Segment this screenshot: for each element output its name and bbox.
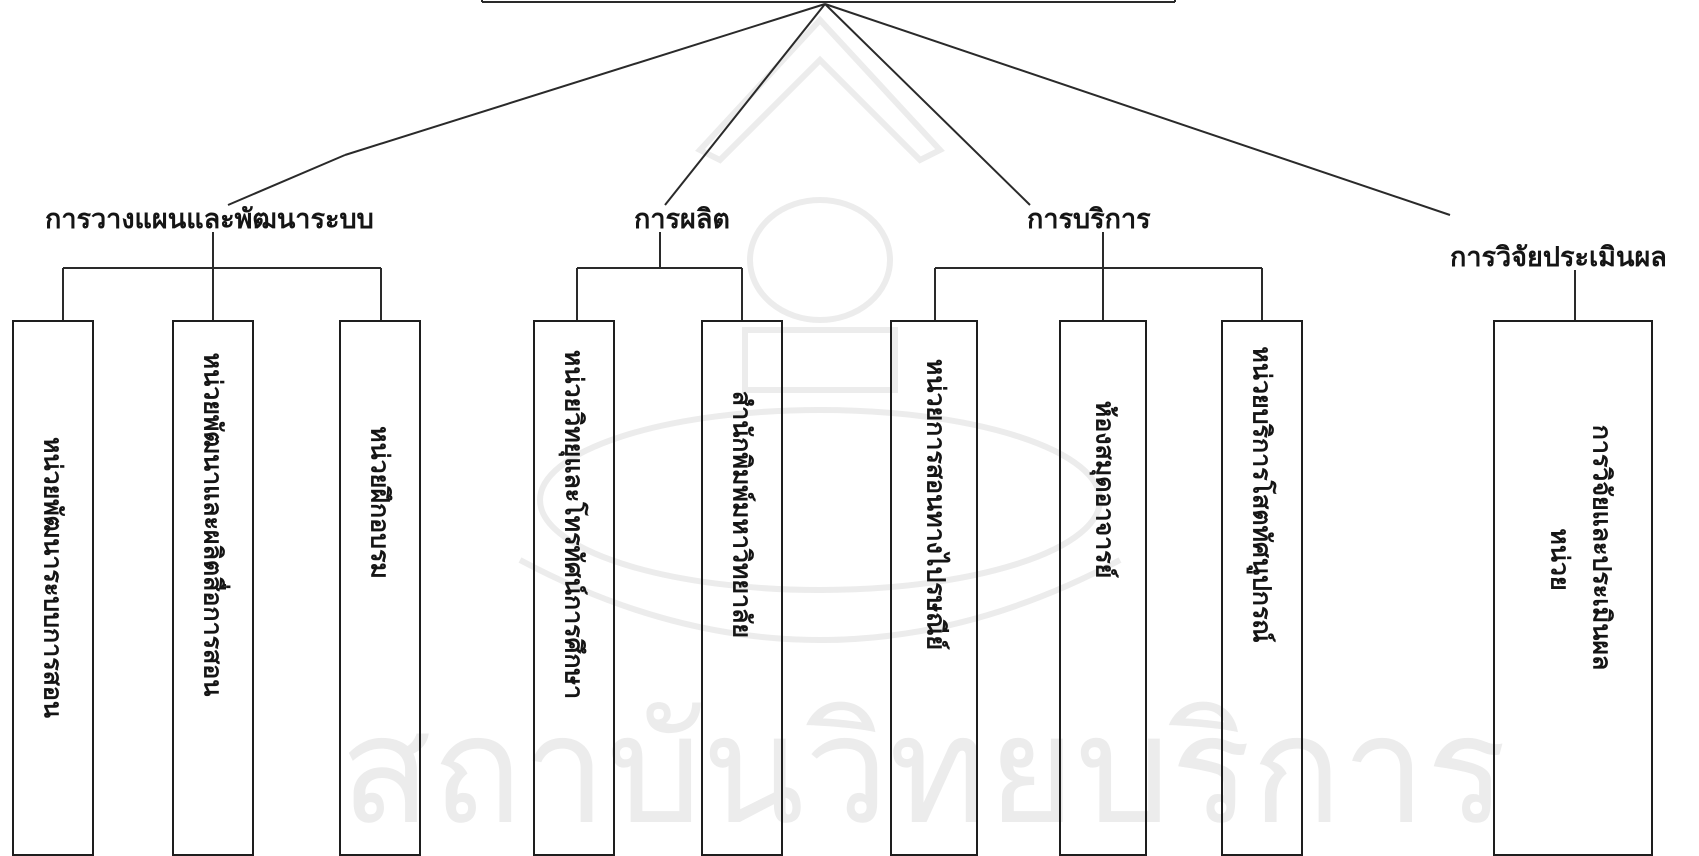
category-label-research: การวิจัยประเมินผล <box>1450 242 1667 273</box>
unit-label-instructional-system: หน่วยพัฒนาระบบการสอน <box>38 436 68 718</box>
unit-label-av-service: หน่วยบริการโสตทัศนูปกรณ์ <box>1247 346 1277 643</box>
unit-box-university-press: สำนักพิมพ์มหาวิทยาลัย <box>701 320 783 856</box>
unit-label-media-development: หน่วยพัฒนาและผลิตสื่อการสอน <box>198 352 228 697</box>
unit-label-radio-tv: หน่วยวิทยุและโทรทัศน์การศึกษา <box>559 349 589 700</box>
unit-label-university-press: สำนักพิมพ์มหาวิทยาลัย <box>727 390 757 639</box>
category-label-planning: การวางแผนและพัฒนาระบบ <box>45 204 374 235</box>
category-label-production: การผลิต <box>634 204 730 235</box>
unit-box-research-evaluation: หน่วย การวิจัยและประเมินผล <box>1493 320 1653 856</box>
watermark-emblem <box>518 15 1122 643</box>
unit-label-postal-teaching: หน่วยการสอนทางไปรษณีย์ <box>921 358 951 651</box>
unit-box-av-service: หน่วยบริการโสตทัศนูปกรณ์ <box>1221 320 1303 856</box>
connector-root-to-services <box>824 3 1031 206</box>
unit-label-research-evaluation-line2: การวิจัยและประเมินผล <box>1587 424 1617 671</box>
category-label-services: การบริการ <box>1027 204 1151 235</box>
unit-label-research-evaluation-line1: หน่วย <box>1545 528 1575 591</box>
connector-root-to-research <box>824 3 1451 216</box>
unit-box-postal-teaching: หน่วยการสอนทางไปรษณีย์ <box>890 320 978 856</box>
unit-box-media-development: หน่วยพัฒนาและผลิตสื่อการสอน <box>172 320 254 856</box>
unit-box-training: หน่วยฝึกอบรม <box>339 320 421 856</box>
unit-box-faculty-library: ห้องสมุดอาจารย์ <box>1059 320 1147 856</box>
unit-box-instructional-system: หน่วยพัฒนาระบบการสอน <box>12 320 94 856</box>
connector-root-to-planning <box>344 3 826 156</box>
unit-label-faculty-library: ห้องสมุดอาจารย์ <box>1090 400 1120 579</box>
unit-label-training: หน่วยฝึกอบรม <box>365 426 395 579</box>
connector-root-to-production <box>664 3 826 206</box>
unit-box-radio-tv: หน่วยวิทยุและโทรทัศน์การศึกษา <box>533 320 615 856</box>
connector-planning-arrow <box>227 154 346 206</box>
